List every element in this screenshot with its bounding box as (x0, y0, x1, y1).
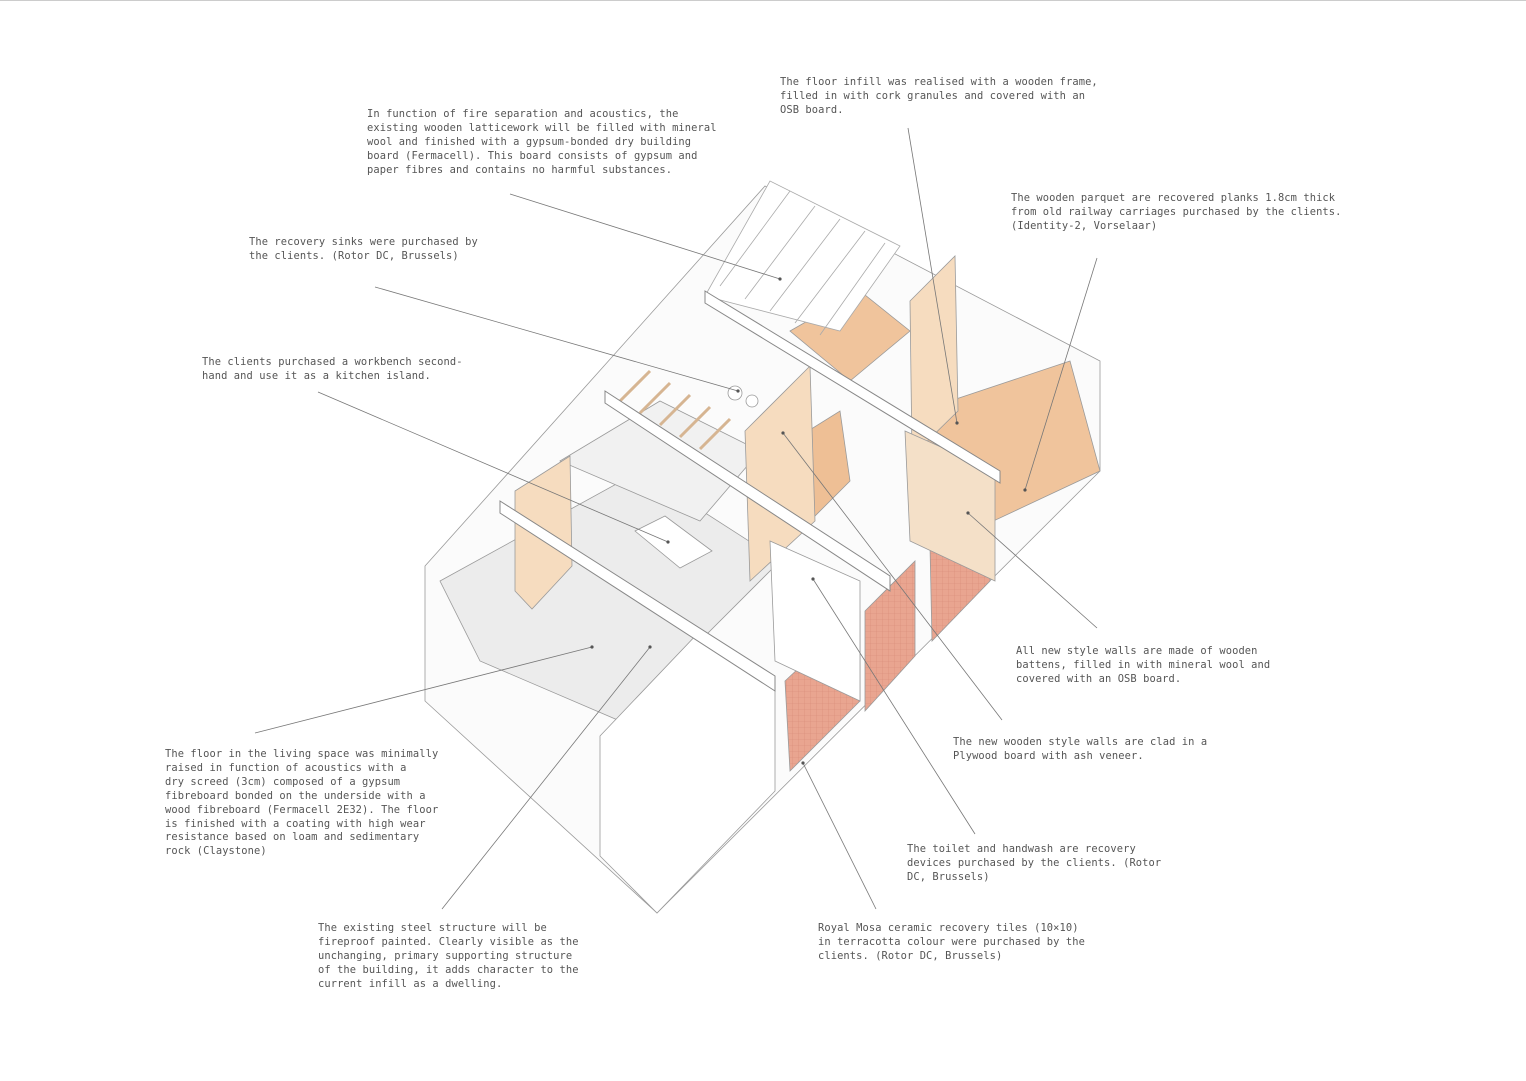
steel-beams (499, 290, 1001, 692)
leader-sinks (374, 286, 739, 392)
annotation-new-walls: All new style walls are made of wooden b… (1016, 645, 1271, 685)
annotation-tiles: Royal Mosa ceramic recovery tiles (10×10… (818, 922, 1085, 962)
leader-living-floor (254, 646, 593, 734)
plywood-wall-3 (909, 255, 959, 457)
annotation-parquet: The wooden parquet are recovered planks … (1011, 192, 1342, 232)
leader-floor-infill (907, 127, 958, 424)
annotation-steel: The existing steel structure will be fir… (318, 922, 579, 990)
annotation-floor-infill: The floor infill was realised with a woo… (780, 76, 1098, 116)
leader-lines (254, 127, 1098, 910)
leader-steel (441, 646, 651, 910)
leader-toilet (812, 578, 976, 835)
sink-1 (727, 385, 743, 401)
annotation-sinks: The recovery sinks were purchased by the… (249, 236, 478, 262)
leader-new-walls (967, 512, 1098, 629)
annotation-fire-separation: In function of fire separation and acous… (367, 108, 717, 176)
kitchen-slats (618, 369, 732, 451)
leader-fire-separation (509, 193, 781, 280)
annotation-toilet: The toilet and handwash are recovery dev… (907, 843, 1162, 883)
leader-tiles (802, 762, 877, 910)
sink-2 (745, 394, 759, 408)
tile-floor-2 (864, 560, 916, 713)
leader-parquet (1024, 257, 1098, 491)
annotation-workbench: The clients purchased a workbench second… (202, 356, 463, 382)
bathroom-wall (769, 540, 861, 702)
annotation-living-floor: The floor in the living space was minima… (165, 748, 439, 858)
leader-dots (590, 277, 1027, 765)
annotation-plywood: The new wooden style walls are clad in a… (953, 736, 1208, 762)
roof-slats (704, 180, 901, 336)
leader-plywood (782, 432, 1003, 721)
leader-workbench (317, 391, 669, 543)
workbench (634, 515, 713, 569)
